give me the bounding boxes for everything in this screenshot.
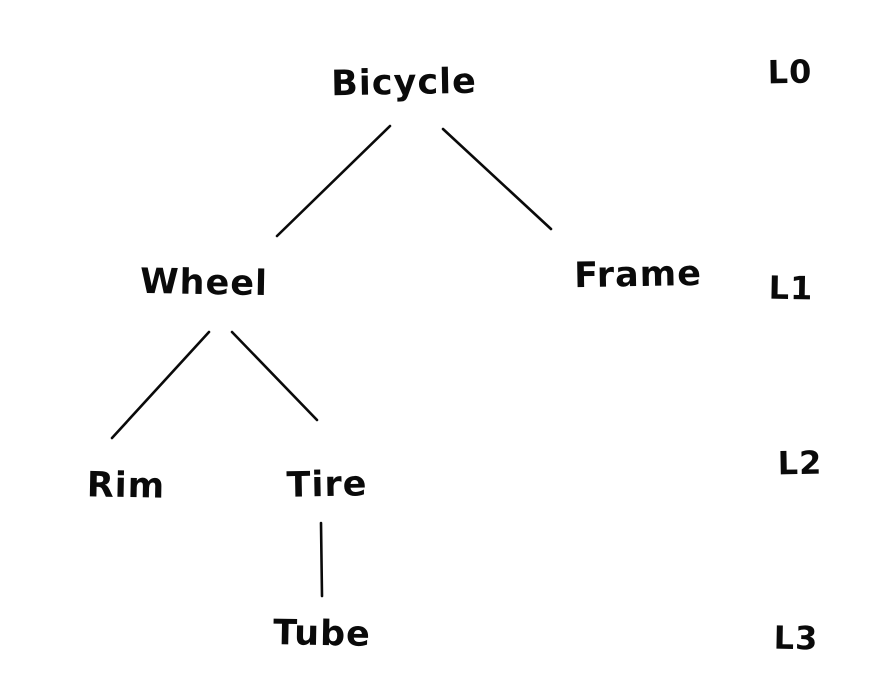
level-label-l0: L0 (767, 52, 813, 92)
edge-bicycle-wheel (275, 124, 392, 238)
edge-wheel-tire (230, 330, 319, 422)
node-wheel: Wheel (139, 261, 269, 305)
node-tire: Tire (286, 464, 368, 506)
edge-wheel-rim (110, 330, 211, 440)
node-frame: Frame (573, 253, 703, 297)
edge-tire-tube (319, 521, 324, 598)
edge-bicycle-frame (441, 127, 553, 231)
level-label-l3: L3 (773, 618, 819, 658)
node-tube: Tube (272, 613, 372, 655)
level-label-l1: L1 (768, 268, 814, 308)
level-label-l2: L2 (777, 443, 823, 483)
node-rim: Rim (86, 465, 166, 507)
node-bicycle: Bicycle (330, 61, 478, 105)
